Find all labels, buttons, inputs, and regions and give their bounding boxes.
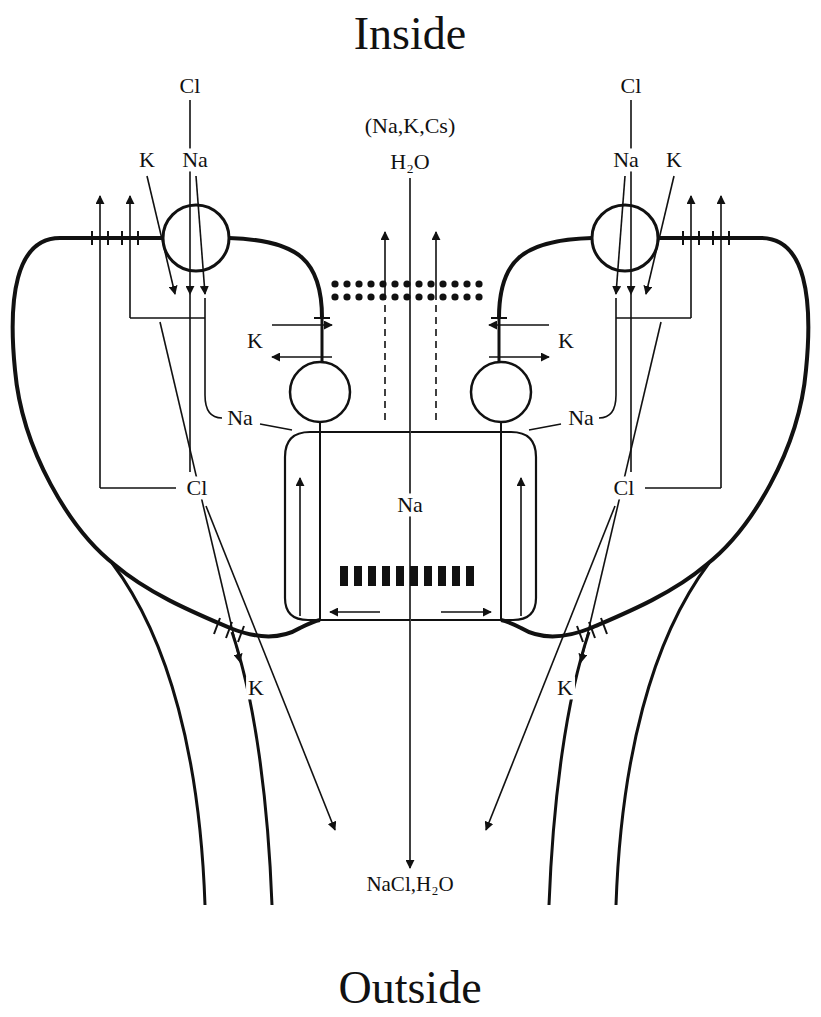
junction-dot	[391, 280, 398, 287]
side-label: Inside	[352, 10, 468, 58]
ion-label: NaCl,H₂O	[364, 873, 455, 895]
junction-dot	[439, 293, 446, 300]
ion-label: K	[246, 676, 266, 699]
junction-dot	[355, 280, 362, 287]
junction-dot	[331, 280, 338, 287]
junction-dot	[427, 293, 434, 300]
junction-dash	[368, 566, 376, 586]
junction-dot	[427, 280, 434, 287]
junction-dash	[452, 566, 460, 586]
junction-dot	[463, 280, 470, 287]
junction-dot	[475, 293, 482, 300]
junction-dash	[396, 566, 404, 586]
ion-label: K	[245, 329, 265, 352]
ion-label: Cl	[612, 476, 637, 499]
ion-label: Cl	[178, 74, 203, 97]
cell-half	[13, 100, 410, 905]
ion-label: Na	[180, 148, 210, 171]
junction-dot	[391, 293, 398, 300]
ion-label: K	[137, 148, 157, 171]
leaky-junction	[340, 566, 474, 586]
ion-label: K	[556, 329, 576, 352]
junction-dash	[382, 566, 390, 586]
ion-label: K	[555, 676, 575, 699]
ion-label: H₂O	[388, 150, 431, 173]
side-label: Outside	[336, 964, 483, 1012]
junction-dot	[475, 280, 482, 287]
junction-dot	[379, 280, 386, 287]
ion-label: Na	[225, 406, 255, 429]
junction-dot	[451, 293, 458, 300]
junction-dot	[463, 293, 470, 300]
junction-dot	[343, 280, 350, 287]
ion-label: Cl	[185, 476, 210, 499]
junction-dot	[367, 293, 374, 300]
ion-label: K	[664, 148, 684, 171]
junction-dash	[340, 566, 348, 586]
ion-label: Na	[566, 406, 596, 429]
ion-label: Na	[395, 493, 425, 516]
junction-dot	[451, 280, 458, 287]
junction-dot	[367, 280, 374, 287]
ion-label: Na	[611, 148, 641, 171]
junction-dot	[439, 280, 446, 287]
junction-dash	[466, 566, 474, 586]
junction-dash	[410, 566, 418, 586]
ion-label: Cl	[619, 74, 644, 97]
tight-junction	[331, 280, 482, 300]
water-arrow	[409, 178, 411, 868]
junction-dot	[379, 293, 386, 300]
junction-dot	[343, 293, 350, 300]
junction-dot	[355, 293, 362, 300]
junction-dash	[354, 566, 362, 586]
junction-dot	[415, 280, 422, 287]
junction-dash	[438, 566, 446, 586]
junction-dot	[415, 293, 422, 300]
ion-label: (Na,K,Cs)	[363, 114, 457, 137]
junction-dash	[424, 566, 432, 586]
junction-dot	[331, 293, 338, 300]
